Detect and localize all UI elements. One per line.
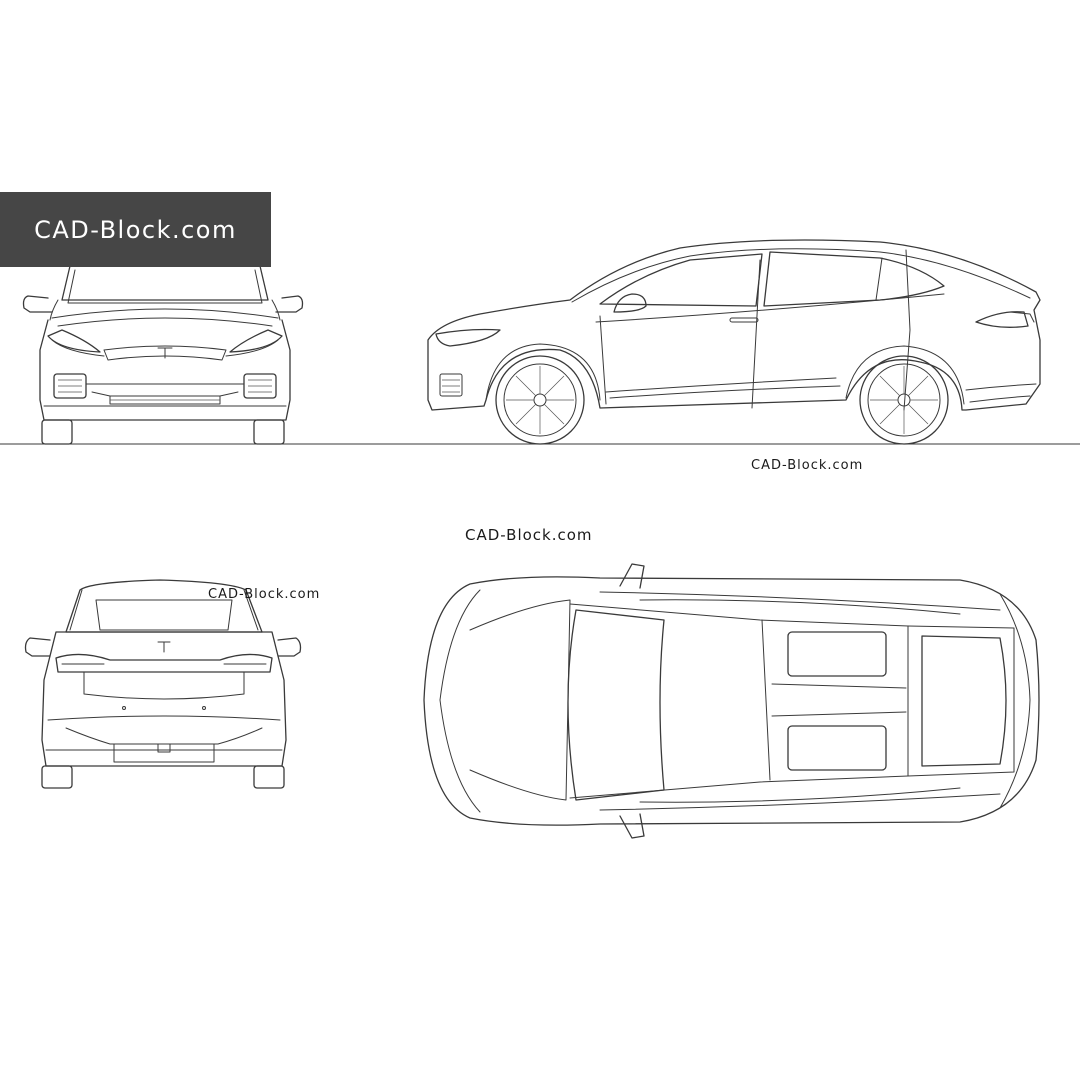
- front-right-foglight: [243, 373, 277, 399]
- rear-taillights: [55, 653, 273, 673]
- top-mirror-upper: [619, 563, 645, 589]
- side-rear-window: [763, 251, 945, 307]
- rear-right-mirror: [277, 637, 302, 657]
- rear-left-mirror: [24, 637, 51, 657]
- watermark-rear-caption: CAD-Block.com: [208, 587, 321, 602]
- rear-left-tire: [41, 765, 73, 789]
- top-mirror-lower: [619, 813, 645, 839]
- front-left-mirror: [22, 295, 53, 313]
- front-right-mirror: [275, 295, 304, 313]
- rear-view: [24, 579, 302, 789]
- front-left-foglight: [53, 373, 87, 399]
- side-rear-wheel: [859, 355, 949, 445]
- front-view: [22, 265, 304, 445]
- front-right-tire: [253, 419, 285, 445]
- top-rear-window: [921, 635, 1007, 767]
- front-left-tire: [41, 419, 73, 445]
- top-sunroof-rear: [787, 725, 887, 771]
- side-front-wheel: [495, 355, 585, 445]
- watermark-side-caption: CAD-Block.com: [751, 458, 864, 473]
- rear-logo: [157, 641, 171, 653]
- front-left-headlight: [47, 329, 101, 353]
- side-mirror: [613, 293, 647, 313]
- front-logo: [157, 347, 173, 359]
- top-sunroof-front: [787, 631, 887, 677]
- top-view: [423, 563, 1040, 839]
- top-windshield: [567, 609, 665, 801]
- front-right-headlight: [229, 329, 283, 353]
- side-front-window: [599, 253, 763, 307]
- rear-right-tire: [253, 765, 285, 789]
- side-view: [427, 239, 1041, 445]
- side-headlight: [435, 328, 501, 347]
- side-taillight: [975, 311, 1029, 328]
- watermark-banner: CAD-Block.com: [0, 192, 271, 267]
- watermark-banner-text: CAD-Block.com: [34, 215, 237, 244]
- watermark-top-caption: CAD-Block.com: [465, 526, 593, 544]
